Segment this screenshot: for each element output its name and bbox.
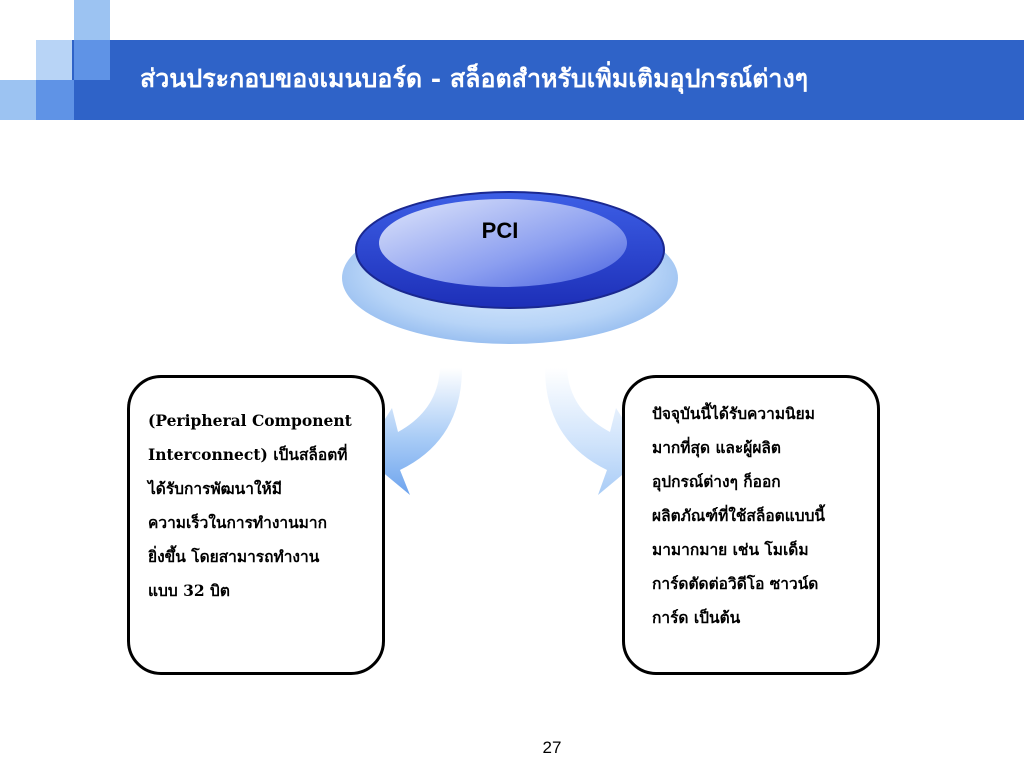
page-number: 27 [542, 738, 562, 757]
left-text-box [127, 375, 385, 675]
pci-label: PCI [481, 218, 519, 243]
left-line-6: แบบ 32 บิต [148, 581, 230, 600]
decor-square-top [74, 0, 110, 40]
left-line-1: (Peripheral Component [148, 411, 352, 430]
right-line-5: มามากมาย เช่น โมเด็ม [652, 540, 809, 559]
left-line-3: ได้รับการพัฒนาให้มี [148, 479, 282, 498]
left-line-2: Interconnect) เป็นสล็อตที่ [148, 445, 348, 464]
right-text-box [622, 375, 880, 675]
left-curved-arrow [362, 368, 462, 495]
decor-square-mid [36, 80, 74, 120]
right-line-2: มากที่สุด และผู้ผลิต [652, 438, 781, 457]
right-line-7: การ์ด เป็นต้น [652, 608, 741, 627]
decor-square-left [0, 80, 36, 120]
right-line-3: อุปกรณ์ต่างๆ ก็ออก [652, 472, 781, 491]
right-line-1: ปัจจุบันนี้ได้รับความนิยม [652, 404, 815, 423]
title-bar [72, 40, 1024, 120]
right-line-6: การ์ดตัดต่อวิดีโอ ซาวน์ด [652, 574, 819, 593]
right-curved-arrow [545, 368, 646, 495]
left-line-5: ยิ่งขึ้น โดยสามารถทำงาน [148, 547, 320, 566]
slide-title: ส่วนประกอบของเมนบอร์ด - สล็อตสำหรับเพิ่ม… [140, 64, 809, 93]
left-line-4: ความเร็วในการทำงานมาก [148, 513, 327, 532]
right-line-4: ผลิตภัณฑ์ที่ใช้สล็อตแบบนี้ [652, 506, 826, 525]
decor-square-bar-edge [74, 40, 110, 80]
inner-ellipse [379, 199, 627, 287]
decor-square-mid-light [36, 40, 74, 80]
right-box-text: ปัจจุบันนี้ได้รับความนิยม มากที่สุด และผ… [652, 397, 874, 635]
left-box-text: (Peripheral Component Interconnect) เป็น… [148, 404, 373, 608]
